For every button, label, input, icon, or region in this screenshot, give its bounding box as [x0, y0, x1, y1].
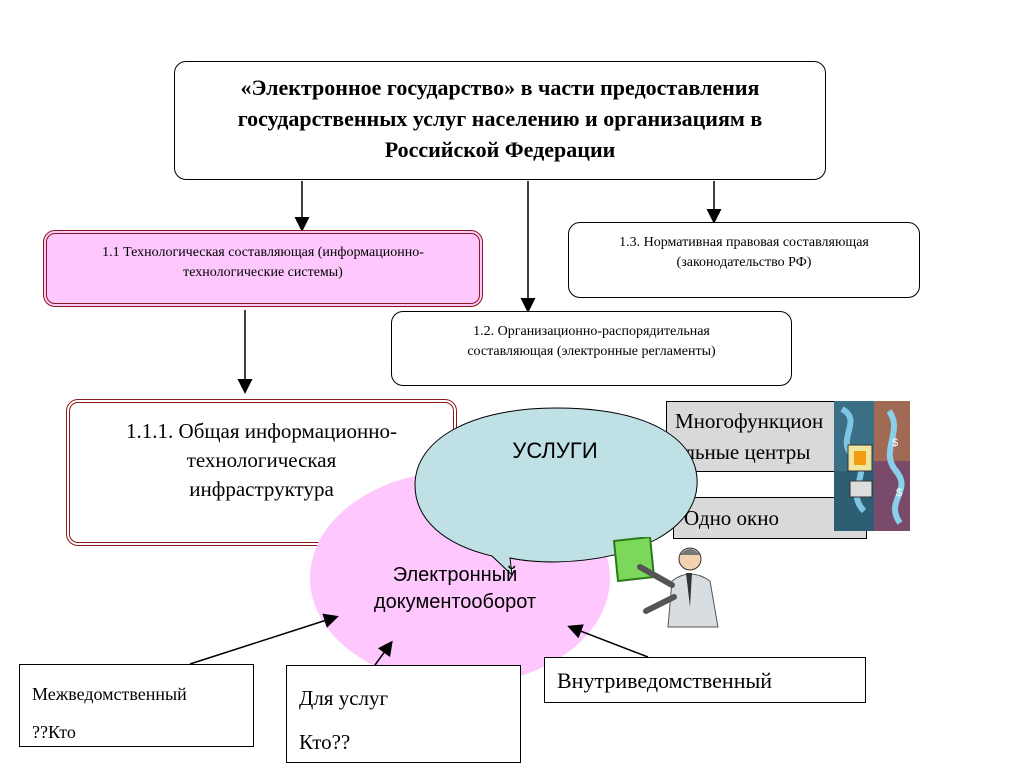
org-line-1: 1.2. Организационно-распорядительная [473, 324, 710, 339]
tech-line-2: технологические системы) [183, 265, 343, 280]
collage-clipart-icon: $ $ [834, 401, 910, 531]
intra-agency-label: Внутриведомственный [557, 668, 773, 693]
interagency-box: Межведомственный ??Кто [19, 664, 254, 747]
one-window-label: Одно окно [684, 506, 780, 530]
svg-text:$: $ [896, 487, 902, 499]
title-line-1: «Электронное государство» в части предос… [240, 75, 760, 100]
org-line-2: составляющая (электронные регламенты) [467, 344, 716, 359]
norm-line-2: (законодательство РФ) [676, 255, 812, 270]
title-line-2: государственных услуг населению и органи… [237, 106, 763, 131]
edo-ellipse-label: Электронный документооборот [330, 562, 580, 616]
infra-line-2: технологическая [186, 448, 337, 472]
interagency-line-2: ??Кто [32, 722, 76, 742]
edo-line-1: Электронный [392, 564, 518, 586]
for-services-box: Для услуг Кто?? [286, 665, 521, 763]
interagency-line-1: Межведомственный [32, 684, 187, 704]
svg-text:$: $ [892, 437, 898, 449]
norm-line-1: 1.3. Нормативная правовая составляющая [619, 235, 869, 250]
normative-component-box: 1.3. Нормативная правовая составляющая (… [568, 222, 920, 298]
presenter-man-clipart-icon [612, 537, 719, 628]
tech-component-box: 1.1 Технологическая составляющая (информ… [43, 230, 483, 307]
infrastructure-box: 1.1.1. Общая информационно- технологичес… [66, 399, 457, 546]
infra-line-1: 1.1.1. Общая информационно- [126, 419, 397, 443]
mfc-line-1: Многофункцион [675, 409, 824, 433]
for-services-line-1: Для услуг [299, 686, 389, 710]
edo-line-2: документооборот [373, 591, 537, 613]
mfc-line-2: альные центры [675, 440, 811, 464]
tech-line-1: 1.1 Технологическая составляющая (информ… [102, 245, 424, 260]
title-line-3: Российской Федерации [384, 137, 616, 162]
intra-agency-box: Внутриведомственный [544, 657, 866, 703]
services-ellipse-label: УСЛУГИ [512, 438, 598, 463]
infra-line-3: инфраструктура [189, 477, 334, 501]
title-box: «Электронное государство» в части предос… [174, 61, 826, 180]
for-services-line-2: Кто?? [299, 730, 351, 754]
org-component-box: 1.2. Организационно-распорядительная сос… [391, 311, 792, 386]
